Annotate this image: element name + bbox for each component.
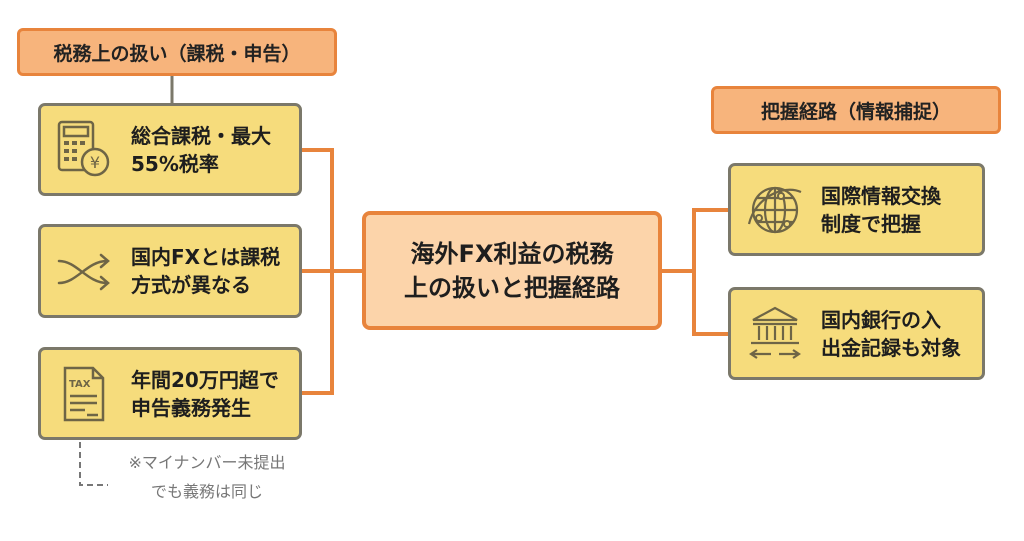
my-number-note: ※マイナンバー未提出 でも義務は同じ [128,453,286,501]
card-different-tax-method: 国内FXとは課税 方式が異なる [38,224,302,318]
card-international-exchange: 国際情報交換 制度で把握 [728,163,985,256]
right-section-header: 把握経路（情報捕捉） [711,86,1001,134]
shuffle-arrows-icon [57,253,110,291]
note-connector [79,442,108,486]
bank-transfer-icon [749,306,801,359]
card-text: 国際情報交換 制度で把握 [821,183,941,236]
card-comprehensive-tax: ¥ 総合課税・最大 55%税率 [38,103,302,196]
card-text: 国内FXとは課税 方式が異なる [131,245,281,297]
card-text: 総合課税・最大 55%税率 [131,123,271,176]
tax-document-icon: TAX [63,366,105,421]
card-filing-obligation: TAX 年間20万円超で 申告義務発生 [38,347,302,440]
svg-text:TAX: TAX [69,379,91,390]
left-section-header: 税務上の扱い（課税・申告） [17,28,337,76]
card-text: 国内銀行の入 出金記録も対象 [821,307,961,360]
right-bracket [662,208,728,336]
card-bank-records: 国内銀行の入 出金記録も対象 [728,287,985,380]
globe-network-icon [747,186,802,233]
calculator-yen-icon: ¥ [57,120,110,176]
svg-text:¥: ¥ [90,153,100,172]
central-topic: 海外FX利益の税務 上の扱いと把握経路 [362,211,662,330]
left-bracket [302,148,362,395]
card-text: 年間20万円超で 申告義務発生 [131,367,279,420]
